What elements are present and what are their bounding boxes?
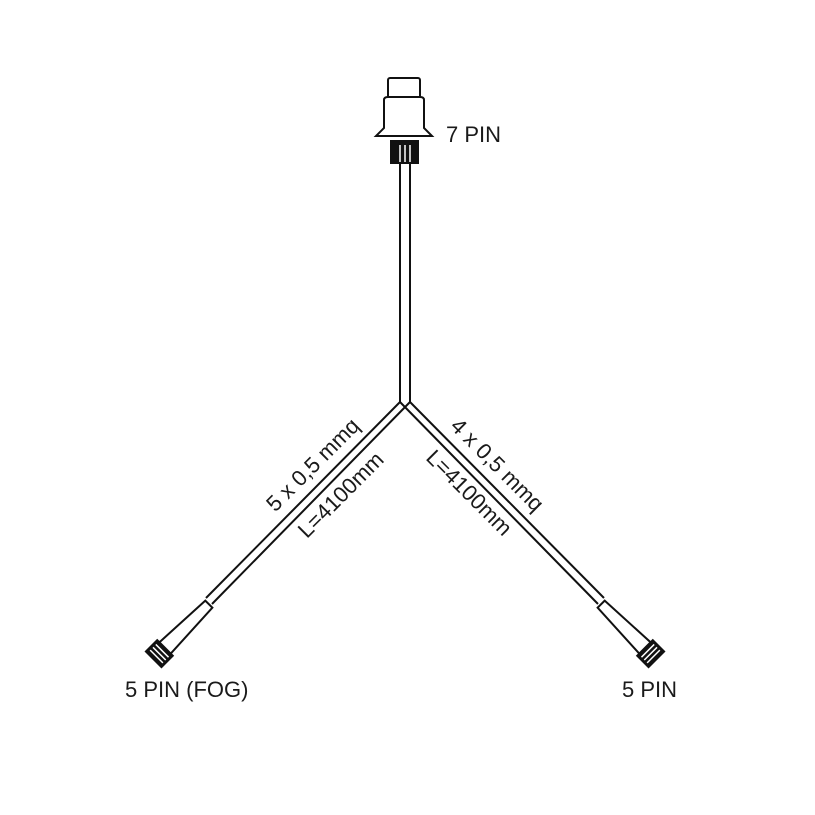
left-five-pin-connector	[144, 599, 214, 669]
right-cable	[399, 401, 605, 605]
right-five-pin-connector	[596, 599, 666, 669]
main-cable	[399, 163, 411, 402]
left-connector-label: 5 PIN (FOG)	[125, 677, 248, 702]
seven-pin-connector	[373, 77, 435, 164]
right-connector-label: 5 PIN	[622, 677, 677, 702]
left-cable	[205, 401, 411, 605]
top-connector-label: 7 PIN	[446, 122, 501, 147]
